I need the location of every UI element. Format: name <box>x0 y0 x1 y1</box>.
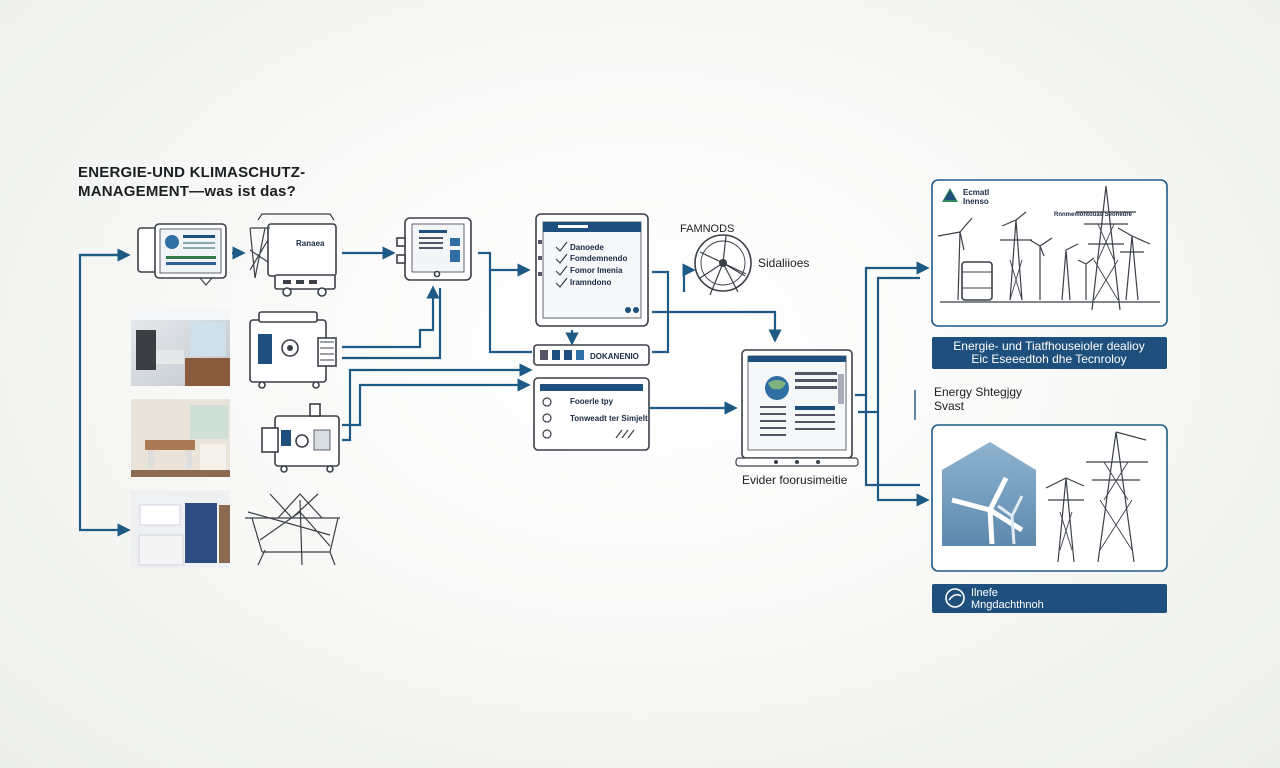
dashboard-monitor-icon <box>735 349 859 467</box>
checklist-tablet-icon: Danoede Fomdemnendo Fomor Imenia Iramndo… <box>535 213 649 327</box>
management-banner: Ilnefe Mngdachthnoh <box>932 584 1167 613</box>
transformer-icon: Ranaea <box>249 213 337 297</box>
report-panel: Fooerle tpy Tonweadt ter Simjelt <box>533 377 650 451</box>
panel-sign: Rnnmemontouas Seonedre <box>1054 212 1133 218</box>
funnel-side-label: Sidaliioes <box>758 256 809 270</box>
panel-header-2: Inenso <box>963 197 989 206</box>
dining-room-photo <box>131 399 230 477</box>
title-line-1: ENERGIE-UND KLIMASCHUTZ- <box>78 164 305 181</box>
panel-item-1: Fooerle tpy <box>570 397 614 406</box>
strategy-label-1: Energy Shtegjgy <box>934 385 1022 399</box>
banner2-line2: Mngdachthnoh <box>971 599 1044 611</box>
renewable-house-panel <box>931 424 1168 572</box>
kitchen-photo-1 <box>131 308 230 386</box>
banner2-line1: Ilnefe <box>971 587 998 599</box>
panel-item-2: Tonweadt ter Simjelt <box>570 414 648 423</box>
energy-technology-banner: Energie- und Tiatfhouseioler dealioy Eic… <box>932 337 1167 369</box>
status-bar: DOKANENIO <box>533 344 650 366</box>
dashboard-caption: Evider foorusimeitie <box>742 473 848 487</box>
status-bar-label: DOKANENIO <box>590 352 639 361</box>
banner1-line2: Eic Eseeedtoh dhe Tecnroloy <box>971 352 1126 366</box>
meter-screen-label: Ranaea <box>296 239 325 248</box>
panel-header-1: Ecmatl <box>963 188 989 197</box>
strategy-label-2: Svast <box>934 399 965 413</box>
boiler-icon <box>249 311 337 389</box>
checklist-item-2: Fomdemnendo <box>570 254 627 263</box>
checklist-item-3: Fomor Imenia <box>570 266 623 275</box>
banner1-line1: Energie- und Tiatfhouseioler dealioy <box>953 339 1144 353</box>
wind-turbine-icon <box>694 234 752 296</box>
funnel-top-label: FAMNODS <box>680 223 734 235</box>
checklist-item-4: Iramndono <box>570 278 611 287</box>
power-pylon-icon <box>245 493 340 566</box>
kitchen-photo-2 <box>131 490 230 568</box>
energy-park-panel: Ecmatl Inenso Rnnmemontouas Seonedre <box>931 179 1168 327</box>
globe-icon <box>765 376 789 400</box>
tablet-meter-icon <box>137 223 227 286</box>
title-line-2: MANAGEMENT—was ist das? <box>78 183 296 200</box>
checklist-item-1: Danoede <box>570 243 604 252</box>
control-panel-icon <box>396 217 472 281</box>
flow-arrows <box>78 246 930 537</box>
generator-icon <box>261 403 340 473</box>
